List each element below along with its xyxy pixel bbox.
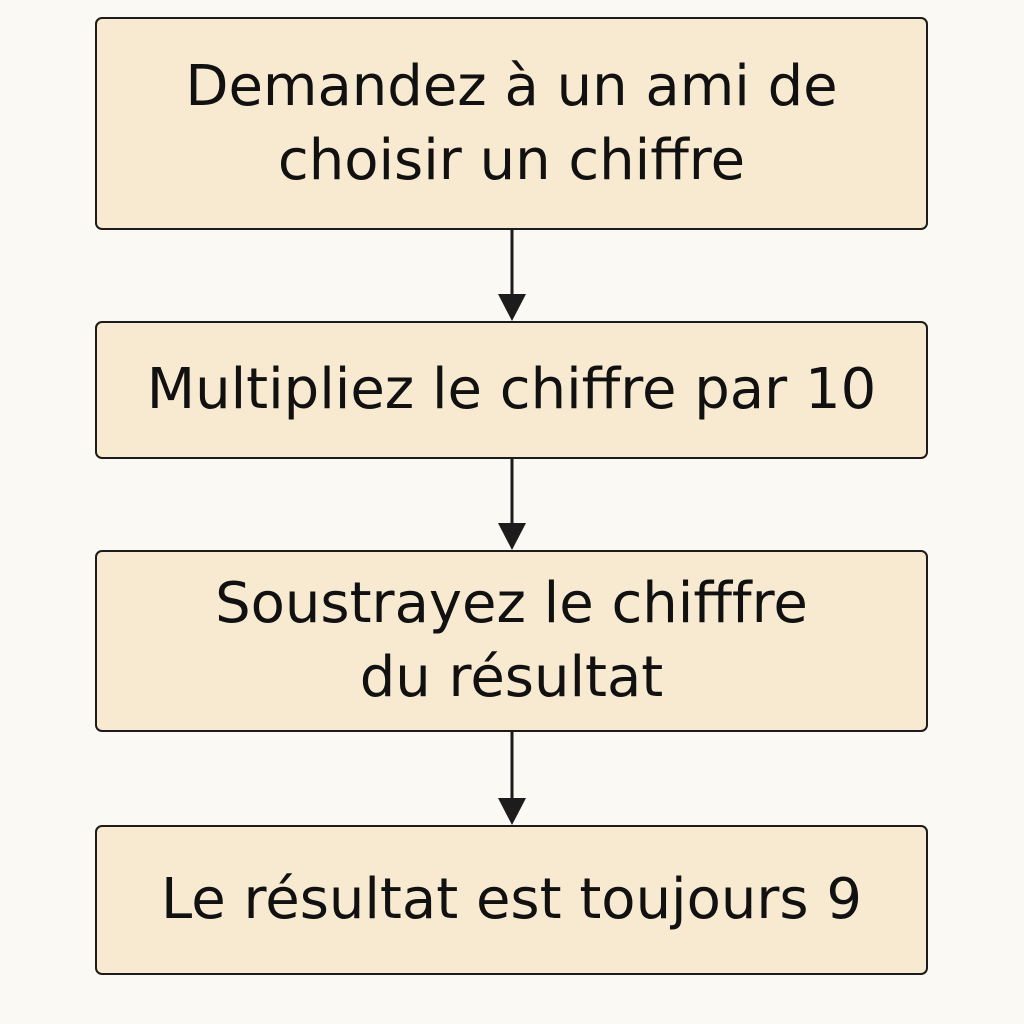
step-1-box: Demandez à un ami de choisir un chiffre: [95, 17, 928, 230]
step-3-box: Soustrayez le chifffre du résultat: [95, 550, 928, 732]
step-4-text: Le résultat est toujours 9: [161, 863, 862, 937]
step-1-line-1: Demandez à un ami de: [185, 53, 838, 119]
step-2-box: Multipliez le chiffre par 10: [95, 321, 928, 459]
step-4-line-1: Le résultat est toujours 9: [160, 867, 862, 932]
step-3-line-1: Soustrayez le chifffre: [215, 571, 808, 636]
arrow-step-2-to-3: [498, 459, 526, 550]
step-1-line-2: choisir un chiffre: [277, 127, 746, 193]
arrow-step-1-to-2: [498, 230, 526, 321]
step-3-text: Soustrayez le chifffre du résultat: [215, 567, 808, 715]
step-2-line-1: Multipliez le chiffre par 10: [146, 357, 877, 422]
step-4-box: Le résultat est toujours 9: [95, 825, 928, 975]
step-1-text: Demandez à un ami de choisir un chiffre: [185, 50, 837, 198]
step-2-text: Multipliez le chiffre par 10: [147, 353, 876, 427]
arrow-step-3-to-4: [498, 732, 526, 825]
step-3-line-2: du résultat: [359, 645, 664, 710]
